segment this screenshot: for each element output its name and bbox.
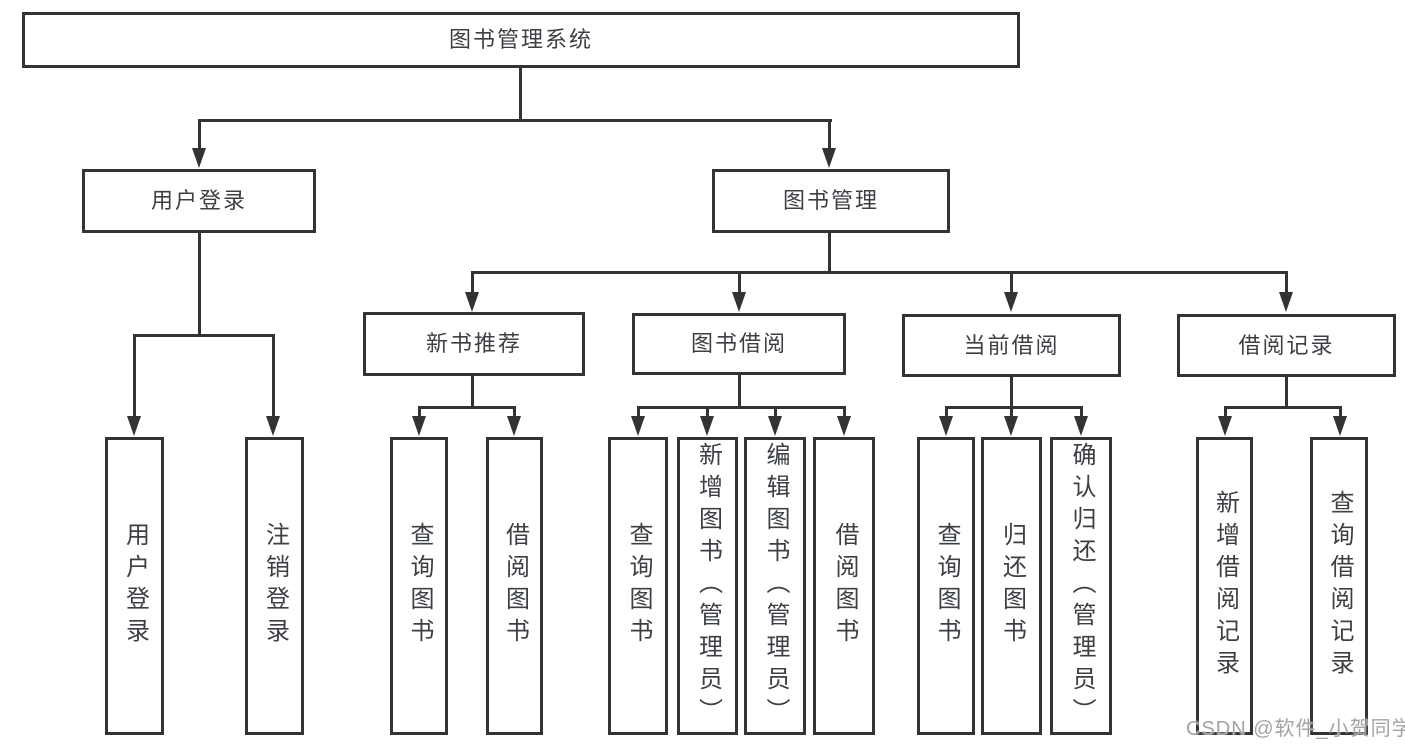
node-borrowing-records-label: 借阅记录: [1238, 332, 1335, 358]
arrowhead-leaf-login: [127, 416, 141, 436]
leaf-nb-query-books-label: 查询图书: [406, 522, 433, 650]
leaf-bb-add-books-admin-label: 新增图书（管理员）: [694, 442, 722, 730]
leaf-nb-borrow-books: 借阅图书: [486, 437, 543, 735]
leaf-user-login: 用户登录: [105, 437, 164, 735]
arrowhead-nb-borrow: [507, 416, 521, 436]
leaf-cb-query-books: 查询图书: [917, 437, 975, 735]
arrowhead-cb-confirm: [1074, 416, 1088, 436]
connector-drop-current-borrow: [1010, 271, 1013, 295]
node-library-system: 图书管理系统: [22, 12, 1020, 68]
csdn-watermark: CSDN @软件_小贺同学: [1186, 718, 1405, 740]
leaf-user-login-label: 用户登录: [121, 522, 149, 650]
node-new-book-recommend: 新书推荐: [363, 312, 585, 376]
arrowhead-br-add: [1218, 416, 1232, 436]
connector-borrow-record-bar: [1224, 406, 1342, 409]
connector-new-book-stem: [471, 376, 474, 409]
leaf-logout: 注销登录: [245, 437, 304, 735]
node-current-borrowing: 当前借阅: [902, 314, 1121, 377]
arrowhead-user-login: [192, 148, 206, 168]
leaf-logout-label: 注销登录: [261, 522, 289, 650]
connector-user-login-stem: [198, 233, 201, 337]
leaf-bb-edit-books-admin: 编辑图书（管理员）: [744, 437, 806, 735]
leaf-bb-query-books: 查询图书: [608, 437, 668, 735]
connector-current-borrow-bar: [945, 406, 1083, 409]
leaf-cb-return-books-label: 归还图书: [998, 522, 1026, 650]
connector-drop-bb-edit: [774, 406, 777, 419]
arrowhead-book-mgmt: [822, 148, 836, 168]
leaf-nb-borrow-books-label: 借阅图书: [501, 522, 529, 650]
arrowhead-nb-query: [412, 416, 426, 436]
connector-drop-nb-query: [418, 406, 421, 419]
connector-drop-cb-confirm: [1080, 406, 1083, 419]
arrowhead-new-book: [465, 292, 479, 312]
leaf-cb-confirm-return-admin: 确认归还（管理员）: [1050, 437, 1112, 735]
arrowhead-bb-borrow: [837, 416, 851, 436]
leaf-nb-query-books: 查询图书: [390, 437, 448, 735]
connector-level3-bar: [471, 271, 1288, 274]
arrowhead-bb-add: [700, 416, 714, 436]
connector-drop-cb-query: [945, 406, 948, 419]
connector-book-borrow-stem: [738, 375, 741, 409]
connector-drop-user-login: [198, 119, 201, 152]
connector-drop-nb-borrow: [513, 406, 516, 419]
leaf-br-add-record-label: 新增借阅记录: [1211, 490, 1239, 682]
leaf-bb-borrow-books: 借阅图书: [813, 437, 875, 735]
connector-drop-bb-query: [637, 406, 640, 419]
node-book-management-label: 图书管理: [782, 188, 879, 213]
node-book-borrowing-label: 图书借阅: [690, 331, 787, 356]
leaf-cb-return-books: 归还图书: [981, 437, 1042, 735]
arrowhead-br-query: [1333, 416, 1347, 436]
connector-book-mgmt-stem: [828, 232, 831, 274]
arrowhead-current-borrow: [1004, 292, 1018, 312]
leaf-bb-query-books-label: 查询图书: [625, 522, 652, 650]
arrowhead-bb-query: [631, 416, 645, 436]
connector-user-login-bar: [133, 334, 275, 337]
connector-drop-book-mgmt: [828, 119, 831, 152]
connector-level2-bar: [198, 119, 832, 122]
connector-borrow-record-stem: [1285, 377, 1288, 409]
connector-drop-borrow-record: [1285, 271, 1288, 295]
leaf-cb-confirm-return-admin-label: 确认归还（管理员）: [1068, 442, 1095, 730]
connector-drop-book-borrow: [738, 271, 741, 295]
node-borrowing-records: 借阅记录: [1177, 314, 1396, 377]
connector-drop-cb-return: [1010, 406, 1013, 419]
node-book-management: 图书管理: [712, 169, 950, 233]
connector-drop-br-add: [1224, 406, 1227, 419]
connector-current-borrow-stem: [1010, 377, 1013, 409]
node-user-login: 用户登录: [82, 169, 316, 233]
node-book-borrowing: 图书借阅: [632, 313, 846, 375]
connector-drop-bb-borrow: [843, 406, 846, 419]
node-user-login-label: 用户登录: [150, 188, 247, 213]
leaf-bb-add-books-admin: 新增图书（管理员）: [677, 437, 738, 735]
arrowhead-cb-return: [1004, 416, 1018, 436]
leaf-br-query-record-label: 查询借阅记录: [1326, 490, 1353, 682]
node-library-system-label: 图书管理系统: [448, 27, 593, 52]
arrowhead-leaf-logout: [266, 416, 280, 436]
connector-root-stem: [519, 68, 522, 121]
arrowhead-cb-query: [939, 416, 953, 436]
connector-drop-br-query: [1339, 406, 1342, 419]
leaf-br-query-record: 查询借阅记录: [1310, 437, 1368, 735]
arrowhead-bb-edit: [768, 416, 782, 436]
connector-new-book-bar: [418, 406, 516, 409]
node-new-book-recommend-label: 新书推荐: [425, 331, 522, 356]
arrowhead-borrow-record: [1279, 292, 1293, 312]
leaf-bb-edit-books-admin-label: 编辑图书（管理员）: [762, 442, 789, 730]
connector-drop-new-book: [471, 271, 474, 295]
leaf-cb-query-books-label: 查询图书: [933, 522, 960, 650]
connector-drop-leaf-logout: [272, 334, 275, 418]
node-current-borrowing-label: 当前借阅: [963, 332, 1060, 358]
connector-drop-leaf-login: [133, 334, 136, 418]
connector-drop-bb-add: [706, 406, 709, 419]
connector-book-borrow-bar: [637, 406, 846, 409]
leaf-bb-borrow-books-label: 借阅图书: [831, 522, 858, 650]
leaf-br-add-record: 新增借阅记录: [1196, 437, 1253, 735]
arrowhead-book-borrow: [732, 292, 746, 312]
